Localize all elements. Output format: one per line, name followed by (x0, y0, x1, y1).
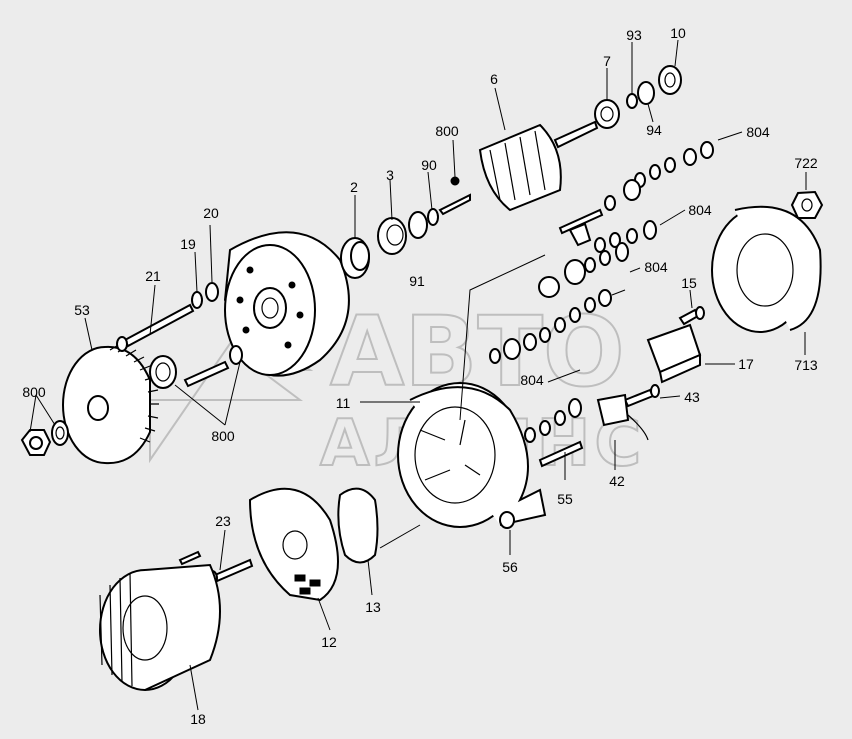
label-53: 53 (74, 302, 90, 318)
regulator-17 (646, 323, 702, 384)
ring-set-804-c (538, 242, 629, 298)
label-804-a: 804 (746, 124, 770, 140)
leader-lines (29, 39, 807, 711)
nut-722 (790, 190, 824, 219)
label-13: 13 (365, 599, 381, 615)
label-19: 19 (180, 236, 196, 252)
label-804-c: 804 (644, 259, 668, 275)
rectifier-12 (248, 487, 339, 602)
pin-55 (524, 398, 584, 468)
bearing-2 (340, 237, 370, 279)
ring-91 (408, 208, 439, 239)
label-7: 7 (603, 53, 611, 69)
label-94: 94 (646, 122, 662, 138)
label-10: 10 (670, 25, 686, 41)
label-800-mid: 800 (211, 428, 235, 444)
label-56: 56 (502, 559, 518, 575)
label-90: 90 (421, 157, 437, 173)
front-housing-20 (223, 231, 350, 377)
ring-set-804-d (489, 289, 612, 364)
washer-19 (191, 282, 219, 309)
screw-15 (678, 306, 705, 326)
ring-set-804-b (558, 179, 657, 253)
part-labels: 2 3 6 7 10 11 12 13 15 17 18 19 20 21 23… (22, 25, 818, 727)
label-21: 21 (145, 268, 161, 284)
bolt-21 (116, 303, 195, 352)
label-800-top: 800 (435, 123, 459, 139)
label-42: 42 (609, 473, 625, 489)
cover-713 (711, 205, 822, 333)
brush-holder-42 (596, 393, 649, 441)
plate-3 (377, 217, 407, 255)
label-3: 3 (386, 167, 394, 183)
label-722: 722 (794, 155, 818, 171)
washer-94 (637, 81, 655, 105)
label-2: 2 (350, 179, 358, 195)
label-713: 713 (794, 357, 818, 373)
nut-800-left (20, 420, 69, 456)
fan-53 (62, 343, 159, 465)
spacer-800 (149, 345, 243, 389)
label-43: 43 (684, 389, 700, 405)
rear-housing-11 (397, 382, 547, 528)
label-804-d: 804 (520, 372, 544, 388)
bearing-7 (594, 99, 620, 129)
label-18: 18 (190, 711, 206, 727)
gasket-13 (337, 487, 379, 564)
label-800-left: 800 (22, 384, 46, 400)
label-15: 15 (681, 275, 697, 291)
screw-43 (623, 384, 660, 408)
label-17: 17 (738, 356, 754, 372)
stator-18 (99, 550, 221, 691)
ring-set-804-a (634, 141, 714, 188)
label-804-b: 804 (688, 202, 712, 218)
label-20: 20 (203, 205, 219, 221)
rotor-6 (438, 120, 599, 216)
label-91: 91 (409, 273, 425, 289)
label-23: 23 (215, 513, 231, 529)
label-6: 6 (490, 71, 498, 87)
ring-93 (626, 93, 638, 109)
label-93: 93 (626, 27, 642, 43)
label-12: 12 (321, 634, 337, 650)
nut-56 (499, 511, 515, 529)
label-55: 55 (557, 491, 573, 507)
label-11: 11 (336, 395, 351, 411)
nut-10 (658, 65, 682, 95)
